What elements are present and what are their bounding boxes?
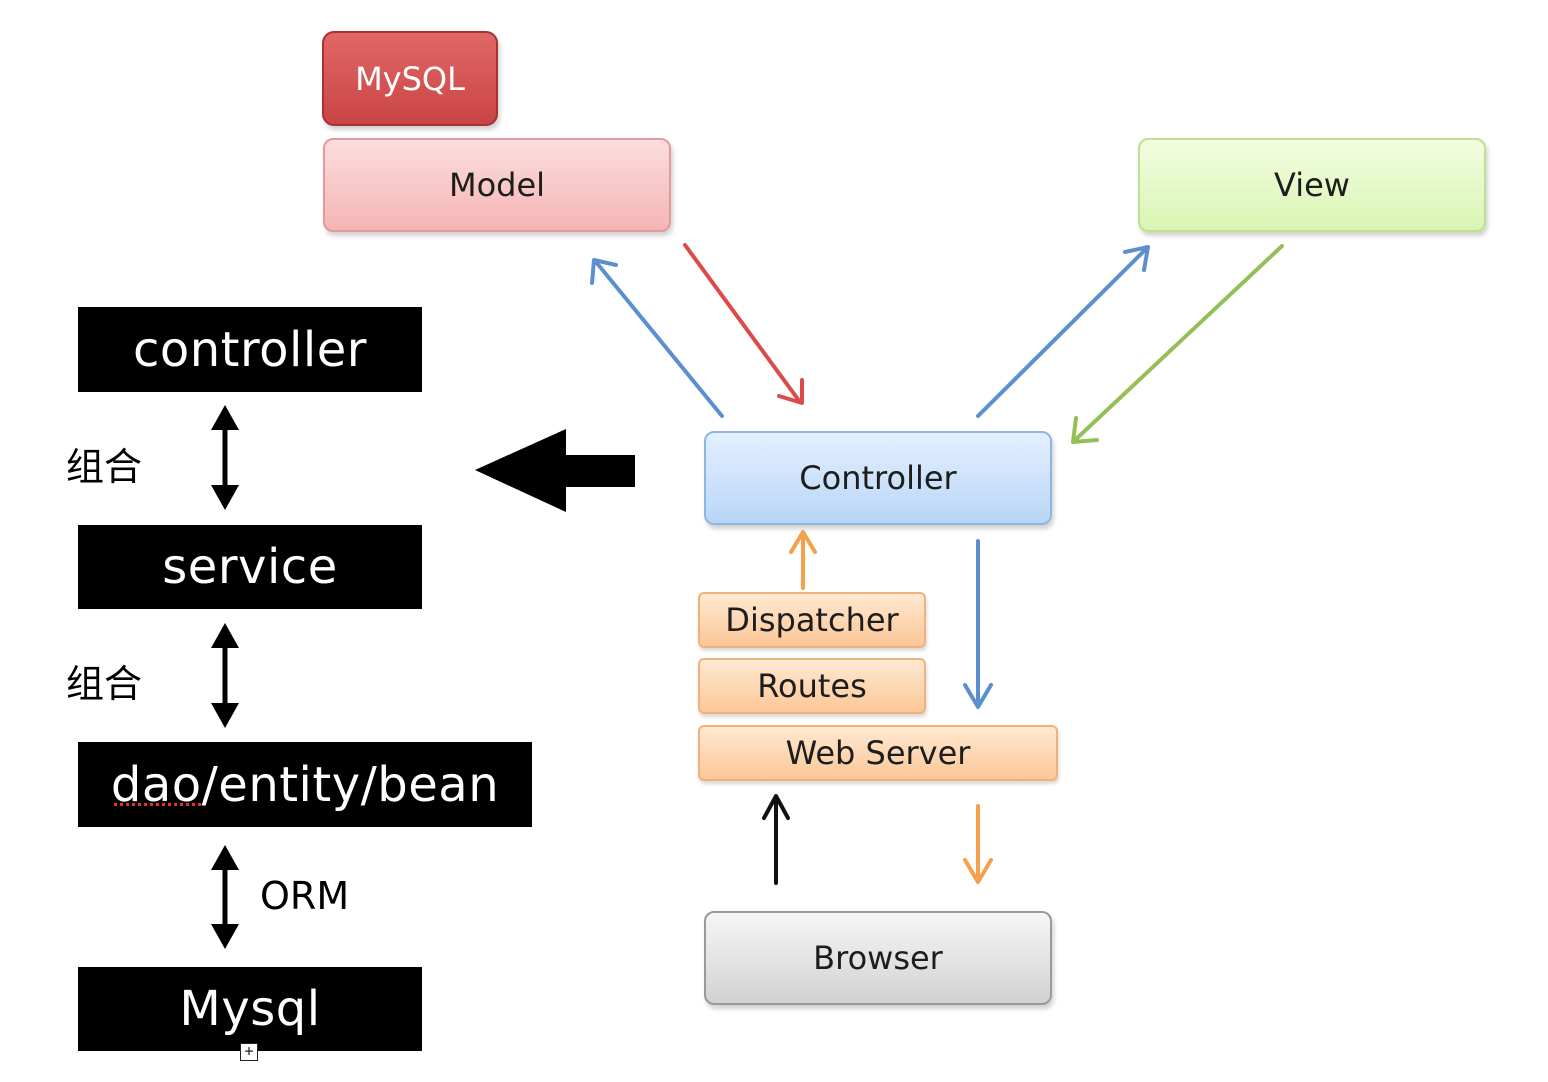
arrow-model-to-controller <box>683 243 804 405</box>
layer-mysql: Mysql <box>78 967 422 1051</box>
layer-controller-label: controller <box>133 321 367 378</box>
spellcheck-underline <box>114 803 202 806</box>
arrow-dispatcher-to-controller <box>789 530 817 590</box>
layer-controller: controller <box>78 307 422 392</box>
routes-box: Routes <box>698 658 926 714</box>
web-server-box-label: Web Server <box>785 734 971 772</box>
relation-label-service-dao: 组合 <box>66 662 143 706</box>
plus-box-icon[interactable]: + <box>240 1043 258 1061</box>
arrow-controller-to-webserver <box>963 539 993 709</box>
arrow-controller-to-view <box>976 245 1150 418</box>
controller-box-label: Controller <box>799 459 957 497</box>
double-arrow-service-dao <box>211 623 239 728</box>
model-box-label: Model <box>448 166 546 204</box>
arrow-controller-to-model <box>590 258 724 418</box>
relation-label-controller-service: 组合 <box>66 445 143 489</box>
model-box: Model <box>323 138 671 232</box>
view-box-label: View <box>1274 166 1350 204</box>
routes-box-label: Routes <box>757 667 867 705</box>
big-left-arrow-icon <box>475 429 635 512</box>
view-box: View <box>1138 138 1486 232</box>
arrow-browser-to-webserver <box>762 794 790 885</box>
relation-label-dao-mysql: ORM <box>260 874 350 918</box>
dispatcher-box-label: Dispatcher <box>725 601 899 639</box>
controller-box: Controller <box>704 431 1052 525</box>
layer-service-label: service <box>162 539 338 595</box>
mysql-box: MySQL <box>322 31 498 126</box>
layer-mysql-label: Mysql <box>179 981 321 1037</box>
dispatcher-box: Dispatcher <box>698 592 926 648</box>
double-arrow-dao-mysql <box>211 845 239 949</box>
arrow-view-to-controller <box>1071 244 1284 444</box>
web-server-box: Web Server <box>698 725 1058 781</box>
double-arrow-controller-service <box>211 405 239 510</box>
mysql-box-label: MySQL <box>355 59 465 98</box>
browser-box: Browser <box>704 911 1052 1005</box>
layer-service: service <box>78 525 422 609</box>
arrow-webserver-to-browser <box>963 804 993 884</box>
browser-box-label: Browser <box>813 939 943 977</box>
